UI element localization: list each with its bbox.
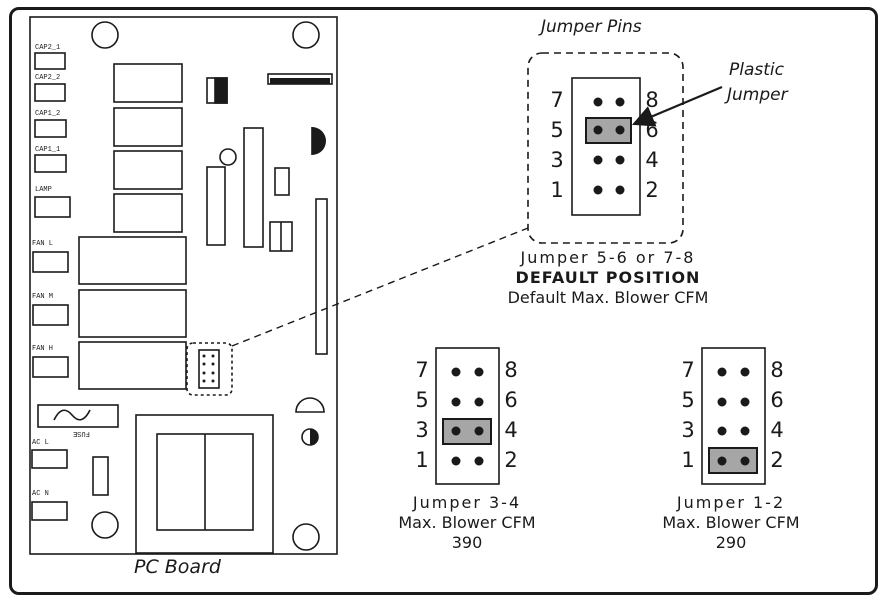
pin-number: 8 <box>504 358 518 382</box>
fan-h-connector <box>32 356 69 378</box>
plastic-jumper-label-line1: Plastic <box>729 60 784 80</box>
caption-1-2-line3: 290 <box>715 533 747 552</box>
pin-header-3-4 <box>435 347 500 485</box>
board-label-cap2-2: CAP2_2 <box>35 74 61 82</box>
pins-default <box>593 97 625 195</box>
long-vertical-connector <box>315 198 328 355</box>
pin-number: 5 <box>550 118 564 142</box>
caption-3-4: Jumper 3-4 Max. Blower CFM 390 <box>387 493 547 553</box>
pins-board-mini <box>202 354 215 383</box>
relay-1 <box>113 63 183 103</box>
board-label-ac-n: AC N <box>32 490 49 498</box>
ic-chip <box>206 166 226 246</box>
jumper-pins-callout <box>527 52 684 244</box>
caption-default-line2: DEFAULT POSITION <box>515 268 701 287</box>
relay-4 <box>113 193 183 233</box>
pin-number: 8 <box>645 88 659 112</box>
pc-board-title: PC Board <box>134 556 221 578</box>
pin-number: 1 <box>415 448 429 472</box>
pin-number: 6 <box>504 388 518 412</box>
pin-number: 8 <box>770 358 784 382</box>
lamp-connector <box>34 196 71 218</box>
pin-number: 7 <box>550 88 564 112</box>
diagram-frame <box>9 7 878 595</box>
pin-number: 2 <box>645 178 659 202</box>
small-component <box>274 167 290 196</box>
fan-m-relay <box>78 289 187 338</box>
small-vertical-block <box>92 456 109 496</box>
caption-1-2: Jumper 1-2 Max. Blower CFM 290 <box>651 493 811 553</box>
mounting-hole-bottom-right <box>292 523 320 551</box>
transformer-outer <box>135 414 274 554</box>
board-label-ac-l: AC L <box>32 439 49 447</box>
fan-l-relay <box>78 236 187 285</box>
pin-number: 2 <box>504 448 518 472</box>
pc-board-outline <box>29 16 338 555</box>
pin-number: 3 <box>550 148 564 172</box>
relay-3 <box>113 150 183 190</box>
pin-number: 3 <box>681 418 695 442</box>
board-label-fan-l: FAN L <box>32 240 54 248</box>
plastic-jumper-label-line2: Jumper <box>727 85 788 105</box>
caption-default: Jumper 5-6 or 7-8 DEFAULT POSITION Defau… <box>488 248 728 308</box>
caption-3-4-line2: Max. Blower CFM <box>398 513 536 532</box>
board-label-lamp: LAMP <box>35 186 52 194</box>
cap2-1-connector <box>34 52 66 70</box>
mounting-hole-bottom-left <box>91 511 119 539</box>
board-label-cap1-1: CAP1_1 <box>35 146 61 154</box>
plastic-jumper-1-2 <box>708 447 758 474</box>
jumper-leader-line <box>231 227 529 347</box>
pin-number: 4 <box>770 418 784 442</box>
fan-m-connector <box>32 304 69 326</box>
board-label-cap2-1: CAP2_1 <box>35 44 61 52</box>
caption-1-2-line1: Jumper 1-2 <box>676 493 786 512</box>
pin-number: 6 <box>770 388 784 412</box>
caption-3-4-line1: Jumper 3-4 <box>412 493 522 512</box>
caption-3-4-line3: 390 <box>451 533 483 552</box>
board-label-fan-h: FAN H <box>32 345 54 353</box>
plastic-jumper-3-4 <box>442 418 492 445</box>
board-label-fan-m: FAN M <box>32 293 54 301</box>
board-label-cap1-2: CAP1_2 <box>35 110 61 118</box>
pin-number: 5 <box>681 388 695 412</box>
pin-number: 7 <box>415 358 429 382</box>
board-jumper-outline <box>186 342 233 396</box>
pin-number: 1 <box>681 448 695 472</box>
pin-number: 4 <box>504 418 518 442</box>
vertical-ic <box>243 127 264 248</box>
cap1-2-connector <box>34 119 67 138</box>
pin-number: 7 <box>681 358 695 382</box>
fuse-holder <box>37 404 119 428</box>
ac-n-connector <box>31 501 68 521</box>
ac-l-connector <box>31 449 68 469</box>
pin-number: 1 <box>550 178 564 202</box>
cap1-1-connector <box>34 154 67 173</box>
plastic-jumper-arrow <box>631 85 723 127</box>
pins-3-4 <box>451 367 484 466</box>
mounting-hole-top-right <box>292 21 320 49</box>
board-label-fuse: FUSE <box>73 429 90 437</box>
capacitor-round <box>219 148 237 166</box>
fan-l-connector <box>32 251 69 273</box>
pin-header-default <box>571 77 641 216</box>
caption-default-line3: Default Max. Blower CFM <box>507 288 709 307</box>
pin-number: 3 <box>415 418 429 442</box>
pin-number: 4 <box>645 148 659 172</box>
mounting-hole-top-left <box>91 21 119 49</box>
pin-number: 6 <box>645 118 659 142</box>
cap2-2-connector <box>34 83 66 102</box>
pin-header-1-2 <box>701 347 766 485</box>
relay-2 <box>113 107 183 147</box>
pin-number: 5 <box>415 388 429 412</box>
fan-h-relay <box>78 341 187 390</box>
pins-1-2 <box>717 367 750 466</box>
caption-1-2-line2: Max. Blower CFM <box>662 513 800 532</box>
jumper-pins-title: Jumper Pins <box>541 17 642 37</box>
caption-default-line1: Jumper 5-6 or 7-8 <box>520 248 696 267</box>
pin-number: 2 <box>770 448 784 472</box>
